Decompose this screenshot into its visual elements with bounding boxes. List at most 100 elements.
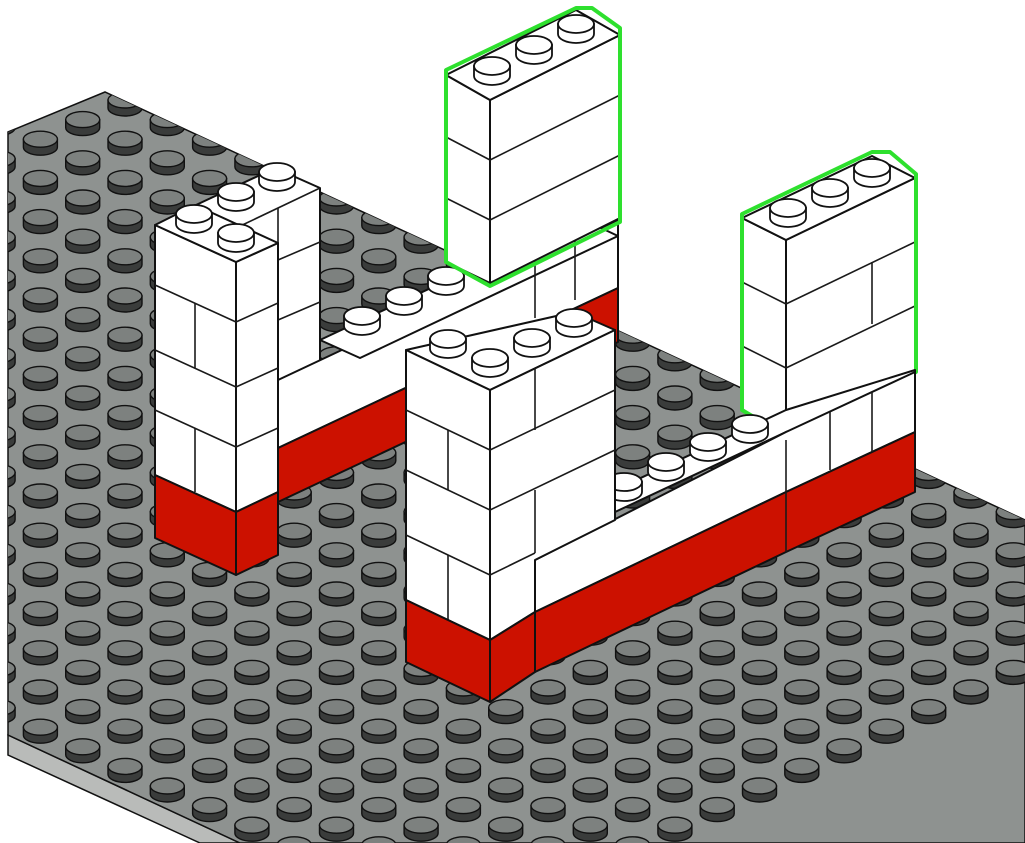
seam xyxy=(489,94,621,161)
baseplate-stud xyxy=(614,248,651,274)
baseplate-stud xyxy=(191,718,228,744)
baseplate-stud xyxy=(318,620,355,646)
baseplate-stud xyxy=(657,346,693,372)
baseplate-stud xyxy=(741,620,778,646)
stud xyxy=(258,162,296,192)
baseplate-stud xyxy=(657,659,693,686)
baseplate-stud xyxy=(614,679,651,705)
baseplate-stud xyxy=(318,267,355,294)
baseplate-stud xyxy=(826,542,862,568)
baseplate-stud xyxy=(361,483,397,509)
baseplate-stud xyxy=(64,542,101,568)
baseplate-stud xyxy=(8,150,16,176)
baseplate-stud xyxy=(953,483,989,509)
baseplate-stud xyxy=(530,836,566,843)
baseplate-stud xyxy=(699,757,735,784)
baseplate-stud xyxy=(107,365,143,392)
seam xyxy=(489,389,616,451)
upper-tower-green-outline xyxy=(444,6,622,288)
baseplate-stud xyxy=(657,620,693,646)
baseplate-stud xyxy=(8,385,16,411)
baseplate-stud xyxy=(318,150,355,176)
baseplate-stud xyxy=(361,679,397,705)
baseplate-stud xyxy=(191,679,228,705)
baseplate-stud xyxy=(741,659,778,686)
baseplate-stud xyxy=(995,581,1025,607)
baseplate-stud xyxy=(149,659,186,686)
seam xyxy=(277,301,321,321)
baseplate-stud xyxy=(699,796,735,823)
baseplate-stud xyxy=(488,698,524,725)
baseplate-stud xyxy=(8,581,16,607)
baseplate-stud xyxy=(22,326,59,352)
baseplate-stud xyxy=(234,738,270,764)
stud xyxy=(217,223,255,253)
baseplate-stud xyxy=(530,796,566,823)
baseplate-stud xyxy=(234,816,270,842)
baseplate-stud xyxy=(699,287,735,313)
right-tower-left-face xyxy=(741,217,787,433)
stud xyxy=(427,266,465,296)
stud xyxy=(343,306,381,336)
baseplate-stud xyxy=(953,444,989,470)
stud xyxy=(555,308,593,338)
baseplate-stud xyxy=(572,738,608,764)
seam xyxy=(445,197,491,221)
baseplate-stud xyxy=(8,346,16,372)
baseplate-stud xyxy=(8,659,16,686)
baseplate-stud xyxy=(64,816,101,842)
baseplate-stud xyxy=(22,483,59,509)
seam xyxy=(154,349,237,388)
baseplate-stud xyxy=(149,738,186,764)
baseplate-stud xyxy=(64,150,101,176)
baseplate-stud xyxy=(826,659,862,686)
baseplate-stud xyxy=(699,718,735,744)
baseplate-stud xyxy=(995,502,1025,529)
baseplate-stud xyxy=(8,267,16,294)
baseplate-stud xyxy=(107,679,143,705)
baseplate-stud xyxy=(784,757,820,784)
baseplate-stud xyxy=(107,836,143,843)
baseplate-stud xyxy=(530,679,566,705)
baseplate-stud xyxy=(953,522,989,548)
front-wall xyxy=(534,369,916,673)
baseplate-stud xyxy=(572,777,608,803)
stud xyxy=(429,329,467,359)
baseplate-stud xyxy=(22,169,59,196)
baseplate-stud xyxy=(911,620,947,646)
baseplate-stud xyxy=(191,640,228,666)
baseplate-stud xyxy=(22,130,59,156)
baseplate-stud xyxy=(65,92,101,98)
baseplate-stud xyxy=(107,130,143,156)
baseplate-stud xyxy=(149,698,186,725)
baseplate-stud xyxy=(614,757,651,784)
baseplate-stud xyxy=(953,404,989,431)
baseplate-stud xyxy=(22,679,59,705)
baseplate-stud xyxy=(741,698,778,725)
baseplate-stud xyxy=(8,463,16,490)
seam xyxy=(489,552,536,576)
baseplate-stud xyxy=(191,92,228,117)
baseplate-stud xyxy=(657,777,693,803)
baseplate-stud xyxy=(995,659,1025,686)
baseplate-stud xyxy=(64,385,101,411)
baseplate-stud xyxy=(149,92,185,98)
baseplate-stud xyxy=(22,522,59,548)
baseplate-stud xyxy=(445,836,482,843)
baseplate-stud xyxy=(868,522,905,548)
baseplate-stud xyxy=(614,796,651,823)
baseplate-stud xyxy=(107,326,143,352)
baseplate-stud xyxy=(318,816,355,842)
baseplate-stud xyxy=(614,404,651,431)
seam xyxy=(741,345,787,369)
stud xyxy=(175,204,213,234)
baseplate-stud xyxy=(22,640,59,666)
baseplate-stud xyxy=(8,189,16,215)
baseplate-stud xyxy=(361,561,397,588)
baseplate-stud xyxy=(149,150,186,176)
baseplate-stud xyxy=(953,640,989,666)
stud xyxy=(385,286,423,316)
baseplate-stud xyxy=(445,757,482,784)
baseplate-stud xyxy=(953,679,989,705)
baseplate-stud xyxy=(318,777,355,803)
